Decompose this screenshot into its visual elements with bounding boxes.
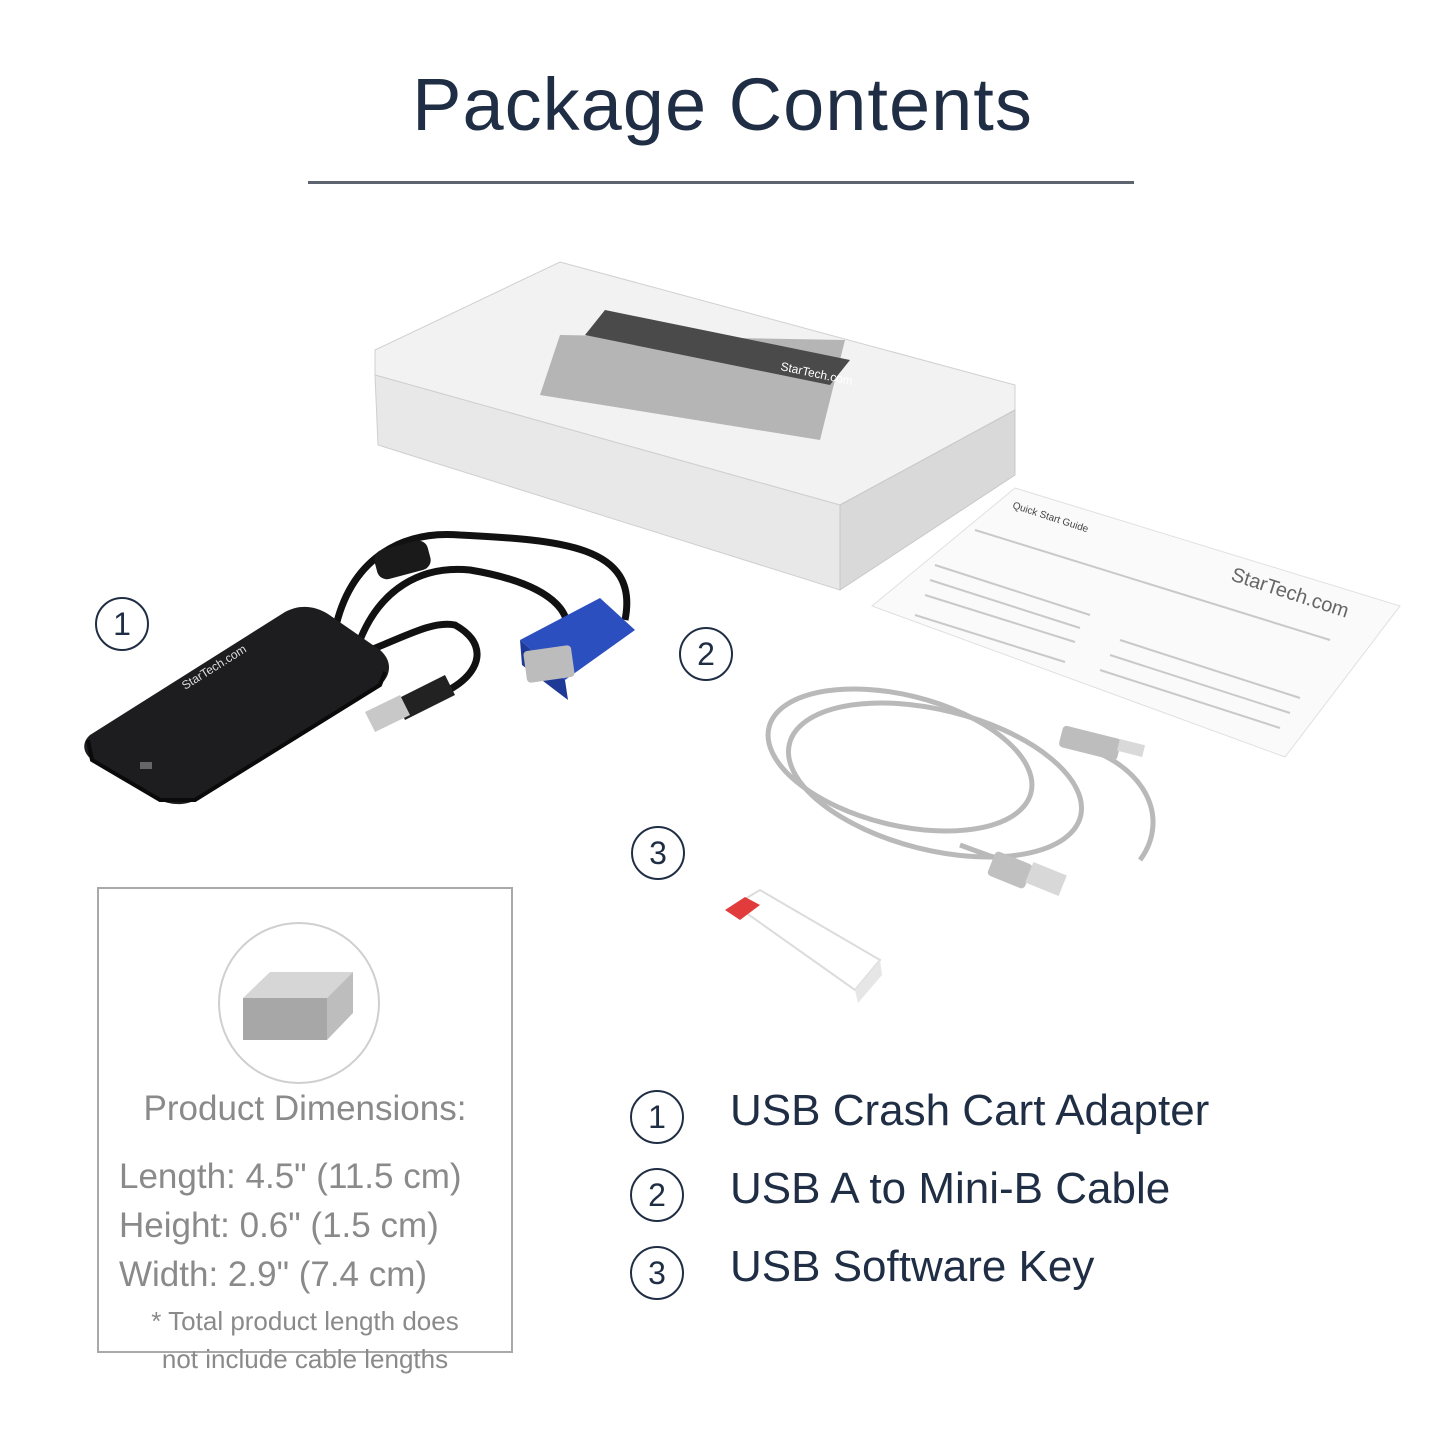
legend-number-1: 1 <box>630 1090 684 1144</box>
usb-software-key <box>725 888 882 1003</box>
callout-2: 2 <box>679 627 733 681</box>
adapter-usb-plug <box>365 675 455 732</box>
usb-a-plug <box>987 851 1067 896</box>
dimension-height: Height: 0.6" (1.5 cm) <box>119 1206 439 1245</box>
dimension-note-line2: not include cable lengths <box>161 1344 449 1374</box>
callout-1: 1 <box>95 597 149 651</box>
dimension-width: Width: 2.9" (7.4 cm) <box>119 1255 428 1294</box>
dimension-icon-circle <box>218 922 380 1084</box>
dimensions-heading: Product Dimensions: <box>143 1089 467 1128</box>
page-title: Package Contents <box>412 63 1033 146</box>
dimension-note-line1: * Total product length does <box>151 1306 459 1336</box>
title-divider <box>308 181 1134 184</box>
vga-connector <box>520 598 635 700</box>
quick-start-guide: Quick Start Guide StarTech.com <box>871 487 1401 758</box>
legend-label-3: USB Software Key <box>730 1242 1095 1291</box>
usb-cable <box>765 686 1156 883</box>
legend-number-3: 3 <box>630 1246 684 1300</box>
retail-box: StarTech.com <box>374 261 1016 591</box>
dimension-length: Length: 4.5" (11.5 cm) <box>119 1157 462 1196</box>
ferrite-core <box>374 540 431 580</box>
callout-3: 3 <box>631 826 685 880</box>
dimensions-panel: Product Dimensions: Length: 4.5" (11.5 c… <box>97 887 513 1374</box>
legend-label-1: USB Crash Cart Adapter <box>730 1086 1210 1135</box>
legend-label-2: USB A to Mini-B Cable <box>730 1164 1171 1213</box>
mini-b-plug <box>1059 725 1146 761</box>
legend-number-2: 2 <box>630 1168 684 1222</box>
